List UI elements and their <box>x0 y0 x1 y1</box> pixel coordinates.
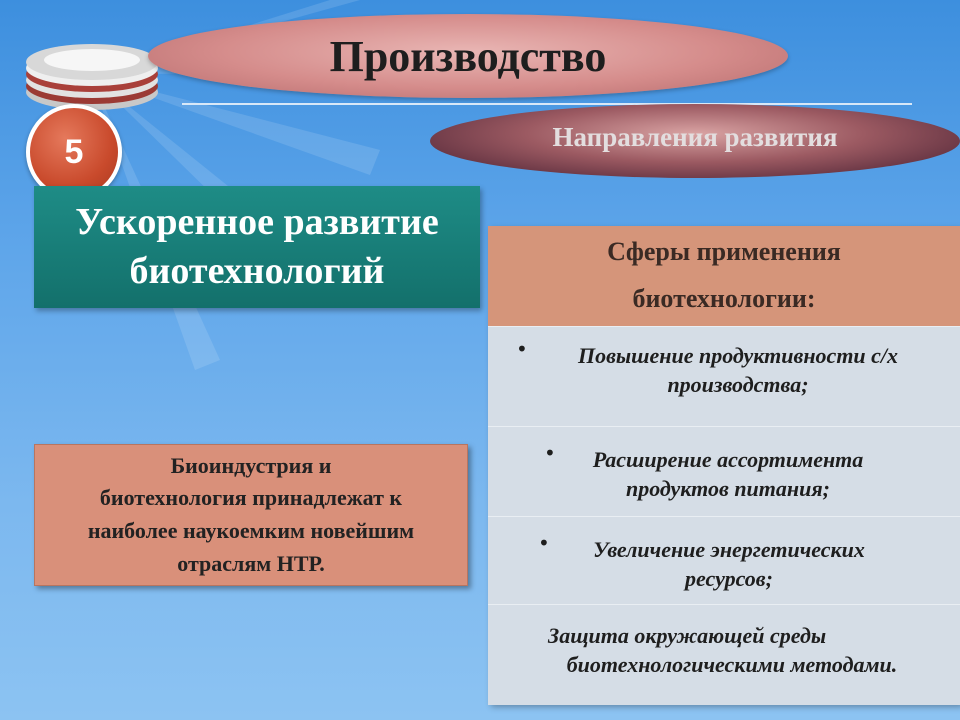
title-ellipse <box>148 14 788 98</box>
heading-line-2: биотехнологий <box>129 250 385 292</box>
note-line-4: отраслям НТР. <box>177 550 325 576</box>
list-item: • Повышение продуктивности с/х производс… <box>488 326 960 427</box>
bullet-icon: • <box>516 337 528 361</box>
list-item-line-1: Расширение ассортимента <box>592 447 864 472</box>
list-item-line-1: Увеличение энергетических <box>593 537 865 562</box>
list-item: • Увеличение энергетических ресурсов; <box>488 516 960 605</box>
note-line-3: наиболее наукоемким новейшим <box>87 518 415 543</box>
panel-header: Сферы применения биотехнологии: <box>488 226 960 326</box>
list-item-line-2: продуктов питания; <box>625 476 831 502</box>
note-line-2: биотехнология принадлежат к <box>99 485 403 511</box>
bullet-icon: • <box>538 531 550 555</box>
list-item-line-2: биотехнологическими методами. <box>566 652 898 678</box>
panel-header-line-2: биотехнологии: <box>632 284 816 313</box>
plates-decoration-icon <box>26 44 158 110</box>
bullet-icon: • <box>544 441 556 465</box>
applications-panel: Сферы применения биотехнологии: • Повыше… <box>488 226 960 705</box>
heading-line-1: Ускоренное развитие <box>75 200 439 243</box>
subtitle-ellipse <box>430 104 960 178</box>
list-item: Защита окружающей среды биотехнологическ… <box>488 604 960 705</box>
panel-header-line-1: Сферы применения <box>607 237 841 267</box>
slide-subtitle: Направления развития <box>552 121 838 152</box>
list-item-line-2: производства; <box>667 372 809 398</box>
list-item-line-2: ресурсов; <box>685 566 773 592</box>
list-item-line-1: Защита окружающей среды <box>548 623 827 648</box>
title-divider <box>182 103 912 105</box>
note-line-1: Биоиндустрия и <box>170 452 332 478</box>
heading-box: Ускоренное развитие биотехнологий <box>34 186 480 308</box>
list-item-line-1: Повышение продуктивности с/х <box>577 343 899 368</box>
note-box: Биоиндустрия и биотехнология принадлежат… <box>34 444 468 586</box>
slide-title: Производство <box>329 31 607 81</box>
list-item: • Расширение ассортимента продуктов пита… <box>488 426 960 517</box>
